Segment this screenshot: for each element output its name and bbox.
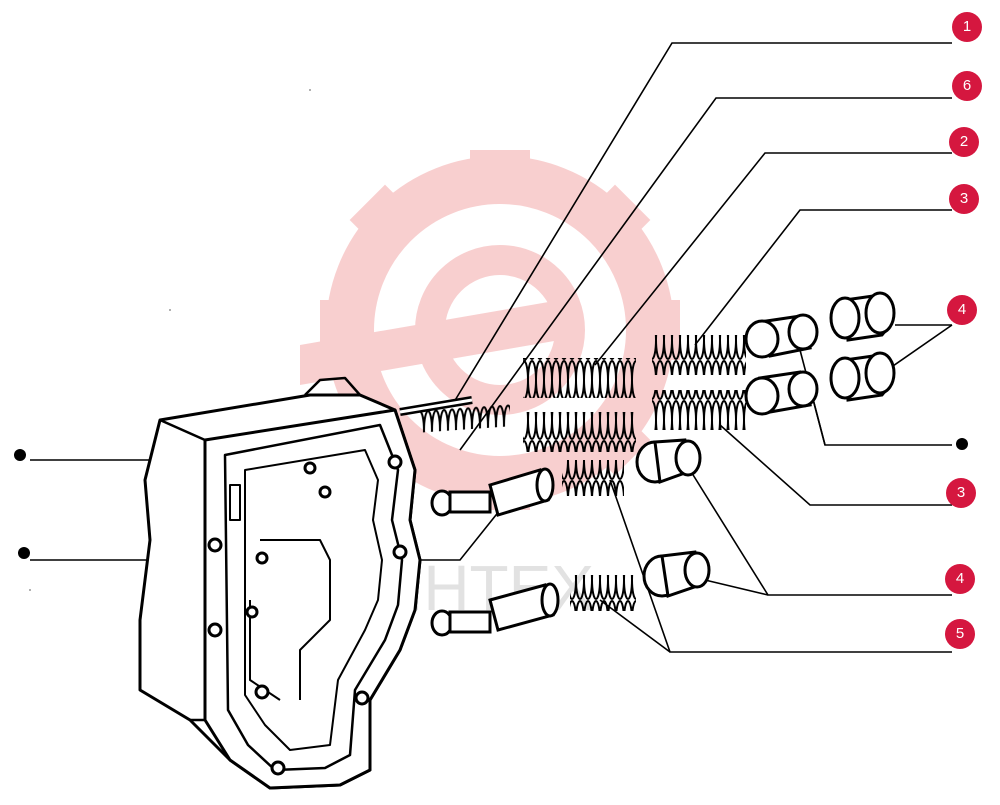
plug-upper-right — [829, 291, 896, 342]
callout-3-upper[interactable]: 3 — [949, 184, 979, 214]
callout-1[interactable]: 1 — [952, 12, 982, 42]
valve-plunger-lower — [430, 582, 560, 637]
sleeve-lower — [744, 370, 819, 416]
sleeve-upper — [744, 313, 819, 359]
leader-lines — [30, 42, 953, 653]
bullet-marker-right — [956, 438, 968, 450]
callout-2[interactable]: 2 — [949, 127, 979, 157]
spring-2-lower — [523, 412, 636, 452]
small-spring — [420, 404, 510, 433]
callout-6[interactable]: 6 — [952, 71, 982, 101]
callout-5[interactable]: 5 — [945, 619, 975, 649]
callout-3-lower[interactable]: 3 — [946, 478, 976, 508]
plug-bottom — [642, 550, 711, 599]
bullet-marker-left-upper — [14, 449, 26, 461]
spring-2-upper — [523, 358, 636, 398]
valve-body-housing — [138, 376, 422, 790]
spring-3-upper — [652, 335, 746, 375]
valve-plunger-upper — [430, 467, 555, 517]
plug-middle — [635, 438, 702, 485]
pin — [399, 396, 473, 416]
spring-5-upper — [562, 460, 624, 496]
callout-4-lower[interactable]: 4 — [945, 564, 975, 594]
callout-4-upper[interactable]: 4 — [947, 295, 977, 325]
spring-5-lower — [570, 575, 636, 611]
bullet-marker-left-lower — [18, 547, 30, 559]
plug-lower-right — [829, 351, 896, 402]
spring-3-lower — [652, 390, 746, 430]
